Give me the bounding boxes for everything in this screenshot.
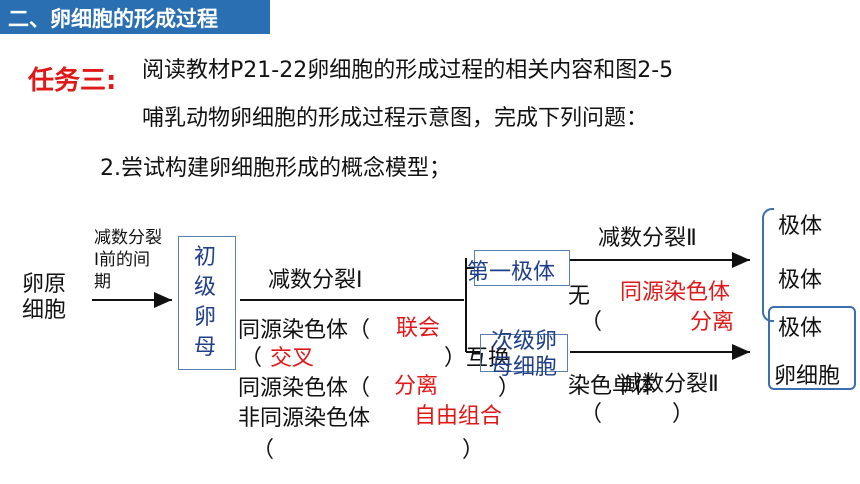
- paren-close-1: ）: [444, 346, 467, 371]
- paren-close-2: ）: [498, 376, 521, 401]
- answer-crossover: 交叉: [270, 346, 315, 371]
- secondary-oocyte-label: 次级卵母细胞: [491, 329, 558, 380]
- secondary-oocyte-box: 次级卵母细胞: [480, 329, 568, 380]
- exchange-label: 互换: [466, 346, 511, 371]
- polar-body-bracket: [762, 208, 774, 322]
- egg-cell-label: 卵细胞: [774, 364, 841, 389]
- first-polar-body-box: 第一极体: [467, 250, 570, 286]
- homolog-separate-prefix: 同源染色体（: [238, 376, 371, 401]
- paren-open-4: （: [580, 402, 603, 427]
- chromatid-label: 染色单体: [568, 374, 657, 399]
- primary-oocyte-box: 初级卵母: [178, 236, 236, 370]
- paren-close-4: ）: [672, 402, 695, 427]
- paren-close-3: ）: [462, 438, 485, 463]
- answer-free-combination: 自由组合: [414, 404, 503, 429]
- answer-separate: 分离: [394, 374, 439, 399]
- polar-body-2: 极体: [778, 268, 823, 293]
- nonhomolog-label: 非同源染色体: [238, 406, 371, 431]
- task-label: 任务三:: [28, 66, 117, 96]
- answer-synapsis: 联会: [396, 316, 441, 341]
- interphase-label: 减数分裂Ⅰ前的间期: [94, 228, 162, 292]
- answer-separate-2: 分离: [690, 310, 735, 335]
- section-header-bar: 二、卵细胞的形成过程: [0, 0, 270, 34]
- polar-body-3: 极体: [778, 316, 823, 341]
- paren-open-2: （: [252, 438, 275, 463]
- final-products-box: [768, 306, 856, 390]
- task-line-1: 阅读教材P21-22卵细胞的形成过程的相关内容和图2-5: [142, 58, 674, 83]
- meiosis-2-bottom-label: 减数分裂Ⅱ: [620, 372, 719, 397]
- polar-body-1: 极体: [778, 214, 823, 239]
- meiosis-1-label: 减数分裂Ⅰ: [268, 268, 363, 293]
- paren-open-3: （: [580, 310, 603, 335]
- task-question: 2.尝试构建卵细胞形成的概念模型；: [100, 156, 451, 181]
- answer-homolog: 同源染色体: [620, 280, 731, 305]
- oogonium-label: 卵原细胞: [22, 272, 67, 323]
- paren-open-1: （: [240, 346, 263, 371]
- first-polar-body-label: 第一极体: [467, 260, 556, 285]
- primary-oocyte-label: 初级卵母: [194, 245, 217, 360]
- no-label: 无: [568, 284, 591, 309]
- meiosis-2-top-label: 减数分裂Ⅱ: [598, 226, 697, 251]
- homolog-synapsis-prefix: 同源染色体（: [238, 318, 371, 343]
- section-title: 二、卵细胞的形成过程: [8, 7, 218, 31]
- task-line-2: 哺乳动物卵细胞的形成过程示意图，完成下列问题：: [142, 106, 649, 131]
